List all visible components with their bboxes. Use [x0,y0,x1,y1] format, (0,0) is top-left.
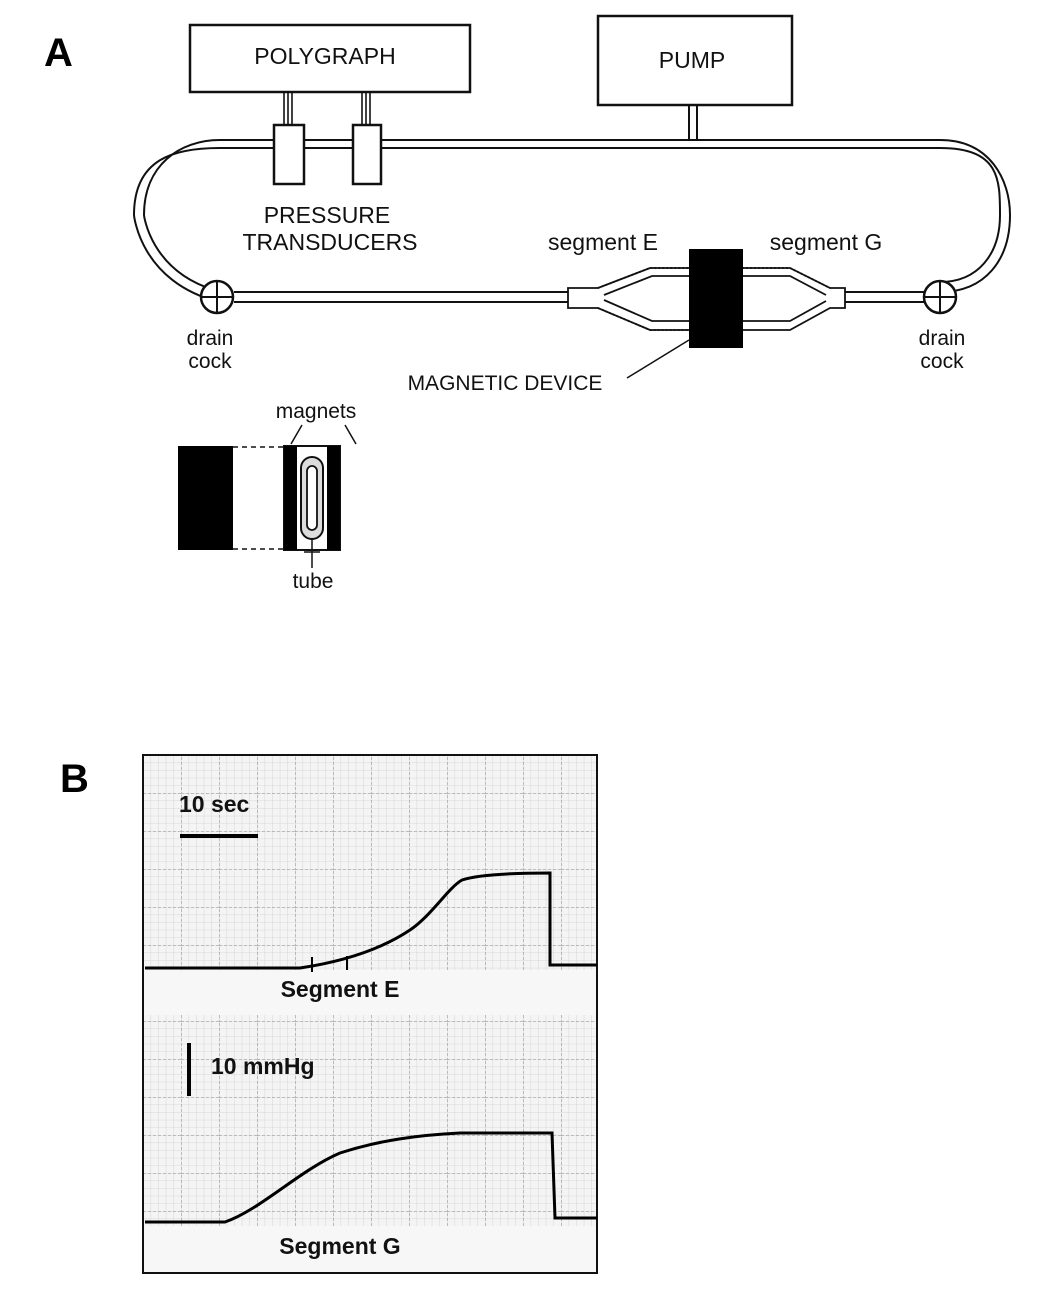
tube-label: tube [293,570,334,593]
trace-segment-g [145,1131,597,1224]
trace-g-label: Segment G [279,1233,400,1259]
inset-dashes [233,446,284,550]
trace-e-label: Segment E [281,976,400,1002]
pressure-transducer-2 [351,123,383,186]
cock-label-right: cock [920,350,964,373]
pump-box [596,14,794,107]
trace-e-markers [311,956,348,972]
chart-paper [142,754,598,1274]
magnetic-device-leader [626,339,690,379]
pressure-scale-label: 10 mmHg [211,1053,315,1079]
pump-connector [688,105,698,140]
polygraph-box [188,23,472,94]
drain-label-right: drain [919,327,966,350]
magnet-left [284,446,297,550]
drain-cock-left [199,279,235,315]
magnet-right [327,446,340,550]
transducer-wires [283,92,371,125]
drain-label-left: drain [187,327,234,350]
trace-segment-e [145,871,597,970]
cock-label-left: cock [188,350,232,373]
time-scale-label: 10 sec [179,791,250,817]
segment-g-label: segment G [770,229,883,255]
tube-leader [304,539,320,568]
segment-g-tube [741,267,846,331]
transducers-label: TRANSDUCERS [242,229,417,255]
tubing-loop [132,139,1012,303]
pressure-transducer-1 [272,123,306,186]
polygraph-label: POLYGRAPH [254,43,395,69]
panel-b-letter: B [60,757,89,801]
drain-cock-right [922,279,958,315]
bottom-tube [234,291,925,303]
magnets-label: magnets [276,400,357,423]
magnets-leaders [290,424,357,445]
pump-label: PUMP [659,47,725,73]
segment-e-tube [567,267,691,331]
panel-a-letter: A [44,31,73,75]
magnet-block [178,446,233,550]
pressure-label: PRESSURE [264,202,391,228]
magnetic-device-label: MAGNETIC DEVICE [408,372,603,395]
tube-lumen [306,465,318,531]
segment-e-label: segment E [548,229,658,255]
magnetic-device [689,249,743,348]
